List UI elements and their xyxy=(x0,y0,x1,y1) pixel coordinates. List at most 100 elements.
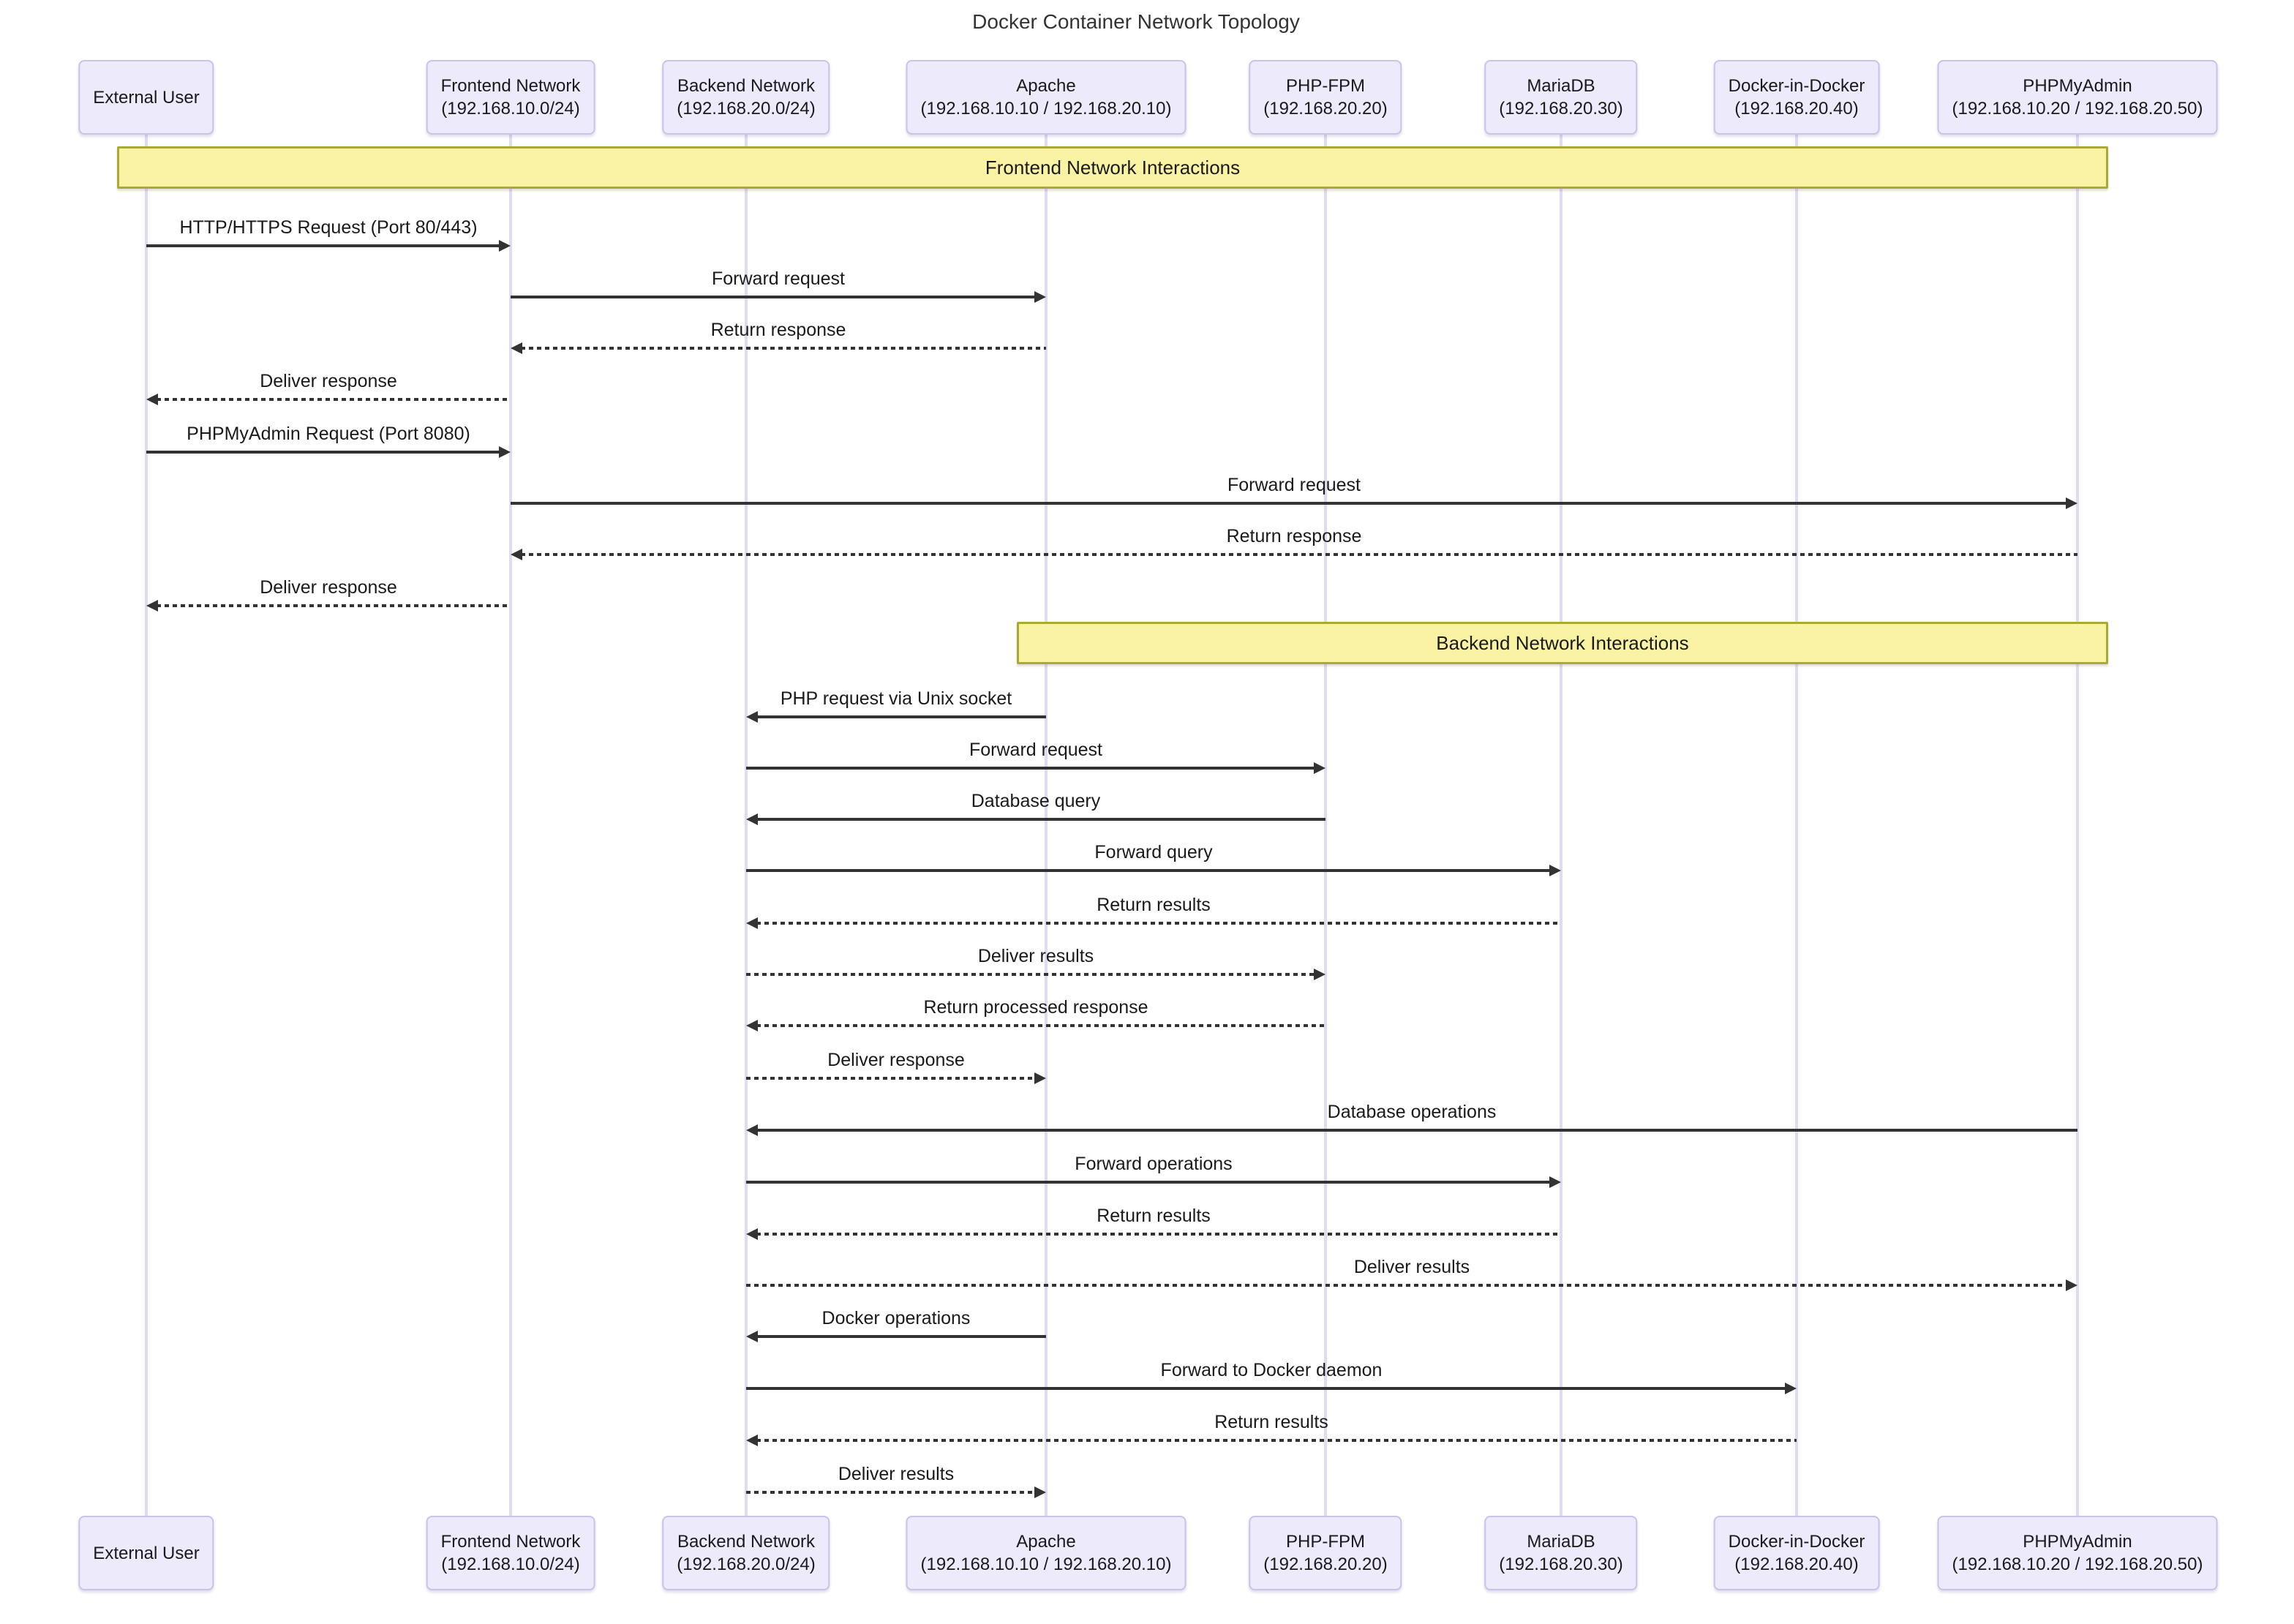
message-line xyxy=(756,1335,1046,1338)
message-label: Forward query xyxy=(1094,842,1213,862)
message-arrowhead-icon xyxy=(1314,969,1325,980)
message-arrowhead-icon xyxy=(1034,1072,1046,1084)
actor-subtitle: (192.168.20.40) xyxy=(1734,99,1859,119)
actor-bottom-box-external-user: External User xyxy=(78,1516,214,1590)
message-label: Database operations xyxy=(1327,1102,1497,1122)
message-line xyxy=(756,1024,1325,1027)
actor-subtitle: (192.168.20.20) xyxy=(1263,99,1388,119)
actor-top-box-external-user: External User xyxy=(78,60,214,135)
message-arrowhead-icon xyxy=(746,1020,758,1031)
actor-subtitle: (192.168.20.40) xyxy=(1734,1555,1859,1574)
message-label: Forward to Docker daemon xyxy=(1160,1360,1383,1380)
note-banner-1: Backend Network Interactions xyxy=(1017,622,2108,664)
message-line xyxy=(157,604,511,607)
actor-name: Docker-in-Docker xyxy=(1728,1532,1865,1552)
message-arrowhead-icon xyxy=(1034,1486,1046,1498)
message-arrowhead-icon xyxy=(746,711,758,723)
actor-top-box-frontend-network: Frontend Network (192.168.10.0/24) xyxy=(426,60,595,135)
message-label: Return response xyxy=(1226,526,1362,546)
message-arrowhead-icon xyxy=(746,813,758,825)
actor-name: External User xyxy=(93,87,200,108)
message-label: PHPMyAdmin Request (Port 8080) xyxy=(187,424,470,444)
actor-name: Docker-in-Docker xyxy=(1728,76,1865,96)
message-line xyxy=(521,553,2077,556)
message-line xyxy=(146,244,500,247)
message-arrowhead-icon xyxy=(511,342,522,354)
message-arrowhead-icon xyxy=(746,917,758,929)
actor-subtitle: (192.168.10.0/24) xyxy=(441,1555,580,1574)
actor-name: MariaDB xyxy=(1527,1532,1595,1552)
message-arrowhead-icon xyxy=(1549,865,1561,876)
actor-subtitle: (192.168.20.30) xyxy=(1499,99,1623,119)
message-label: Deliver response xyxy=(260,577,397,598)
message-line xyxy=(146,451,500,454)
message-arrowhead-icon xyxy=(1549,1176,1561,1188)
actor-name: Apache xyxy=(1016,76,1076,96)
actor-name: MariaDB xyxy=(1527,76,1595,96)
actor-subtitle: (192.168.10.0/24) xyxy=(441,99,580,119)
message-arrowhead-icon xyxy=(2066,497,2077,509)
message-label: Deliver results xyxy=(1353,1257,1470,1277)
message-line xyxy=(746,1284,2067,1287)
message-line xyxy=(511,502,2067,505)
actor-subtitle: (192.168.10.10 / 192.168.20.10) xyxy=(920,1555,1172,1574)
lifeline-php-fpm xyxy=(1324,135,1327,1516)
message-line xyxy=(746,973,1315,976)
actor-subtitle: (192.168.10.20 / 192.168.20.50) xyxy=(1952,99,2203,119)
message-arrowhead-icon xyxy=(746,1435,758,1446)
actor-top-box-phpmyadmin: PHPMyAdmin(192.168.10.20 / 192.168.20.50… xyxy=(1937,60,2218,135)
message-label: Forward request xyxy=(969,740,1103,760)
message-arrowhead-icon xyxy=(746,1124,758,1136)
lifeline-phpmyadmin xyxy=(2076,135,2079,1516)
actor-top-box-php-fpm: PHP-FPM (192.168.20.20) xyxy=(1249,60,1402,135)
actor-bottom-box-php-fpm: PHP-FPM(192.168.20.20) xyxy=(1249,1516,1402,1590)
message-arrowhead-icon xyxy=(146,600,158,612)
actor-name: Frontend Network xyxy=(440,76,581,96)
actor-name: Apache xyxy=(1016,1532,1076,1552)
actor-top-box-mariadb: MariaDB (192.168.20.30) xyxy=(1484,60,1638,135)
actor-name: External User xyxy=(93,1543,200,1563)
actor-subtitle: (192.168.10.20 / 192.168.20.50) xyxy=(1952,1555,2203,1574)
actor-subtitle: (192.168.20.20) xyxy=(1263,1555,1388,1574)
note-banner-0: Frontend Network Interactions xyxy=(117,146,2108,189)
actor-subtitle: (192.168.10.10 / 192.168.20.10) xyxy=(920,99,1172,119)
actor-bottom-box-frontend-network: Frontend Network(192.168.10.0/24) xyxy=(426,1516,595,1590)
lifeline-mariadb xyxy=(1560,135,1562,1516)
message-label: PHP request via Unix socket xyxy=(780,688,1012,709)
actor-subtitle: (192.168.20.0/24) xyxy=(677,1555,816,1574)
message-line xyxy=(746,1387,1786,1390)
message-label: Return results xyxy=(1097,895,1211,915)
lifeline-frontend-network xyxy=(509,135,512,1516)
message-label: Return processed response xyxy=(923,997,1148,1018)
message-line xyxy=(746,1491,1036,1494)
actor-subtitle: (192.168.20.30) xyxy=(1499,1555,1623,1574)
actor-name: PHP-FPM xyxy=(1286,76,1365,96)
actor-bottom-box-apache: Apache (192.168.10.10 / 192.168.20.10) xyxy=(906,1516,1187,1590)
message-arrowhead-icon xyxy=(499,446,511,458)
actor-top-box-backend-network: Backend Network (192.168.20.0/24) xyxy=(662,60,830,135)
message-arrowhead-icon xyxy=(1034,291,1046,303)
message-arrowhead-icon xyxy=(511,549,522,560)
message-label: Docker operations xyxy=(821,1308,971,1328)
actor-top-box-docker-in-docker: Docker-in-Docker (192.168.20.40) xyxy=(1713,60,1880,135)
message-line xyxy=(521,347,1046,350)
actor-bottom-box-mariadb: MariaDB (192.168.20.30) xyxy=(1484,1516,1638,1590)
message-label: Deliver response xyxy=(827,1050,965,1070)
message-line xyxy=(511,296,1036,298)
message-line xyxy=(746,767,1315,770)
message-label: Return results xyxy=(1214,1412,1328,1432)
actor-subtitle: (192.168.20.0/24) xyxy=(677,99,816,119)
actor-top-box-apache: Apache (192.168.10.10 / 192.168.20.10) xyxy=(906,60,1187,135)
message-arrowhead-icon xyxy=(746,1331,758,1342)
actor-name: PHPMyAdmin xyxy=(2023,1532,2132,1552)
message-label: Forward request xyxy=(1227,475,1361,495)
actor-name: Backend Network xyxy=(677,1532,816,1552)
message-line xyxy=(746,1181,1551,1184)
message-arrowhead-icon xyxy=(2066,1279,2077,1291)
message-line xyxy=(756,1439,1797,1442)
lifeline-apache xyxy=(1045,135,1048,1516)
actor-name: Backend Network xyxy=(677,76,816,96)
message-label: HTTP/HTTPS Request (Port 80/443) xyxy=(179,217,478,238)
message-arrowhead-icon xyxy=(1314,762,1325,774)
